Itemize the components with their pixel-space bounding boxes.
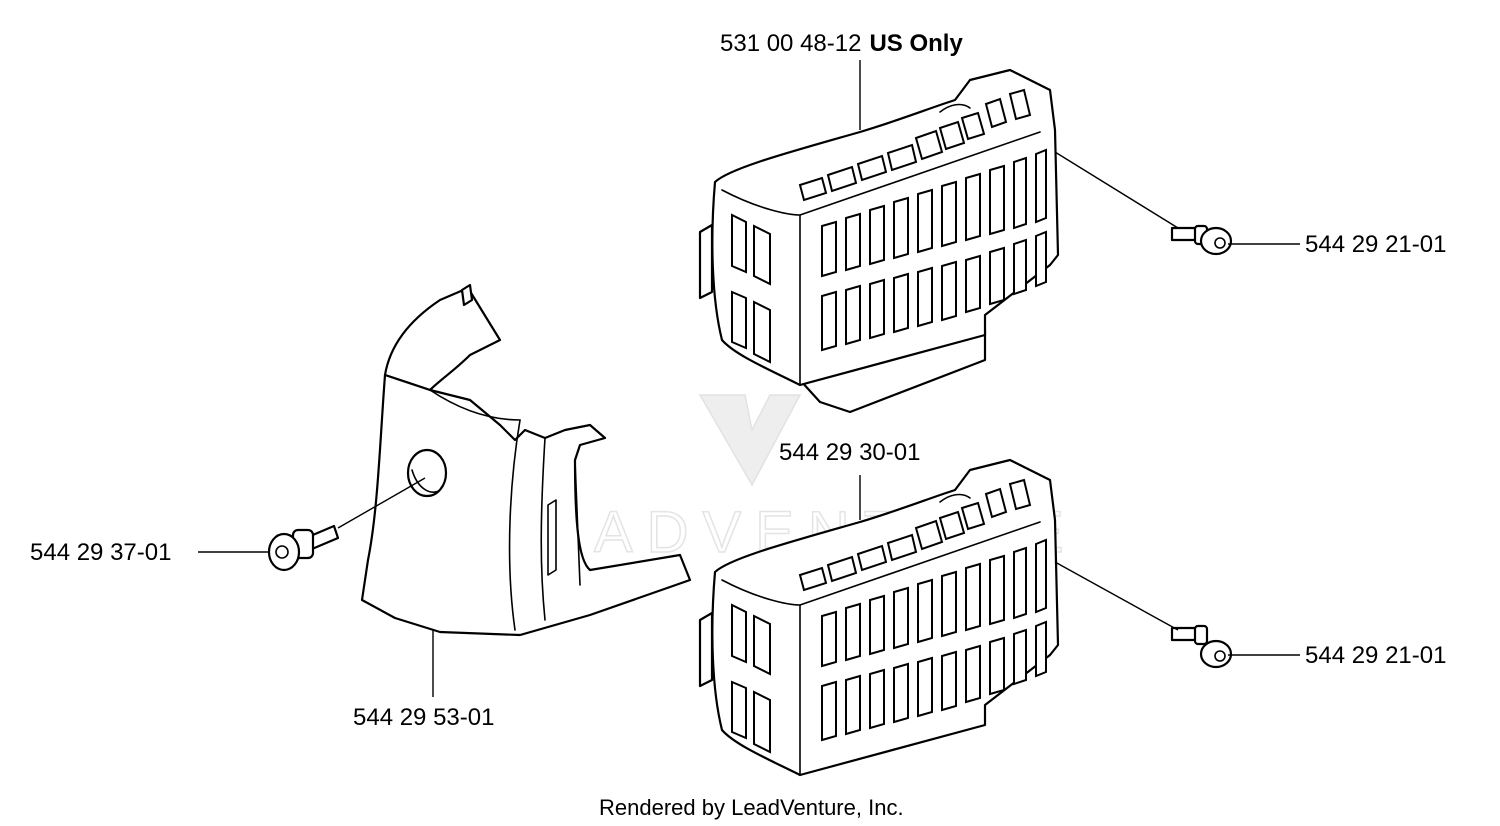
part-label-screw-lower: 544 29 21-01	[1305, 642, 1446, 669]
screw-upper-part	[1170, 224, 1233, 256]
part-label-cover-us: 531 00 48-12 US Only	[720, 30, 963, 57]
screw-lower-part	[1170, 624, 1233, 669]
part-label-cylinder-cover: 544 29 53-01	[353, 704, 494, 731]
lower-cover-front-vents	[821, 538, 1047, 742]
upper-cover-side-vents	[731, 213, 771, 364]
watermark-logo-icon	[698, 394, 802, 487]
lower-cover-part	[698, 458, 1060, 777]
screw-left-part	[267, 524, 340, 572]
footer-credit: Rendered by LeadVenture, Inc.	[599, 795, 904, 820]
lower-cover-top-vents	[798, 478, 1032, 592]
upper-cover-top-vents	[798, 88, 1032, 202]
upper-cover-front-vents	[821, 148, 1047, 352]
part-number: 531 00 48-12	[720, 30, 861, 57]
cylinder-cover-part	[360, 283, 692, 637]
part-label-screw-upper: 544 29 21-01	[1305, 231, 1446, 258]
part-label-cover-lower: 544 29 30-01	[779, 439, 920, 466]
part-note: US Only	[869, 30, 963, 57]
lower-cover-side-vents	[731, 603, 771, 754]
part-label-screw-left: 544 29 37-01	[30, 539, 171, 566]
leader-lines	[198, 60, 1300, 697]
upper-cover-part	[698, 68, 1060, 414]
